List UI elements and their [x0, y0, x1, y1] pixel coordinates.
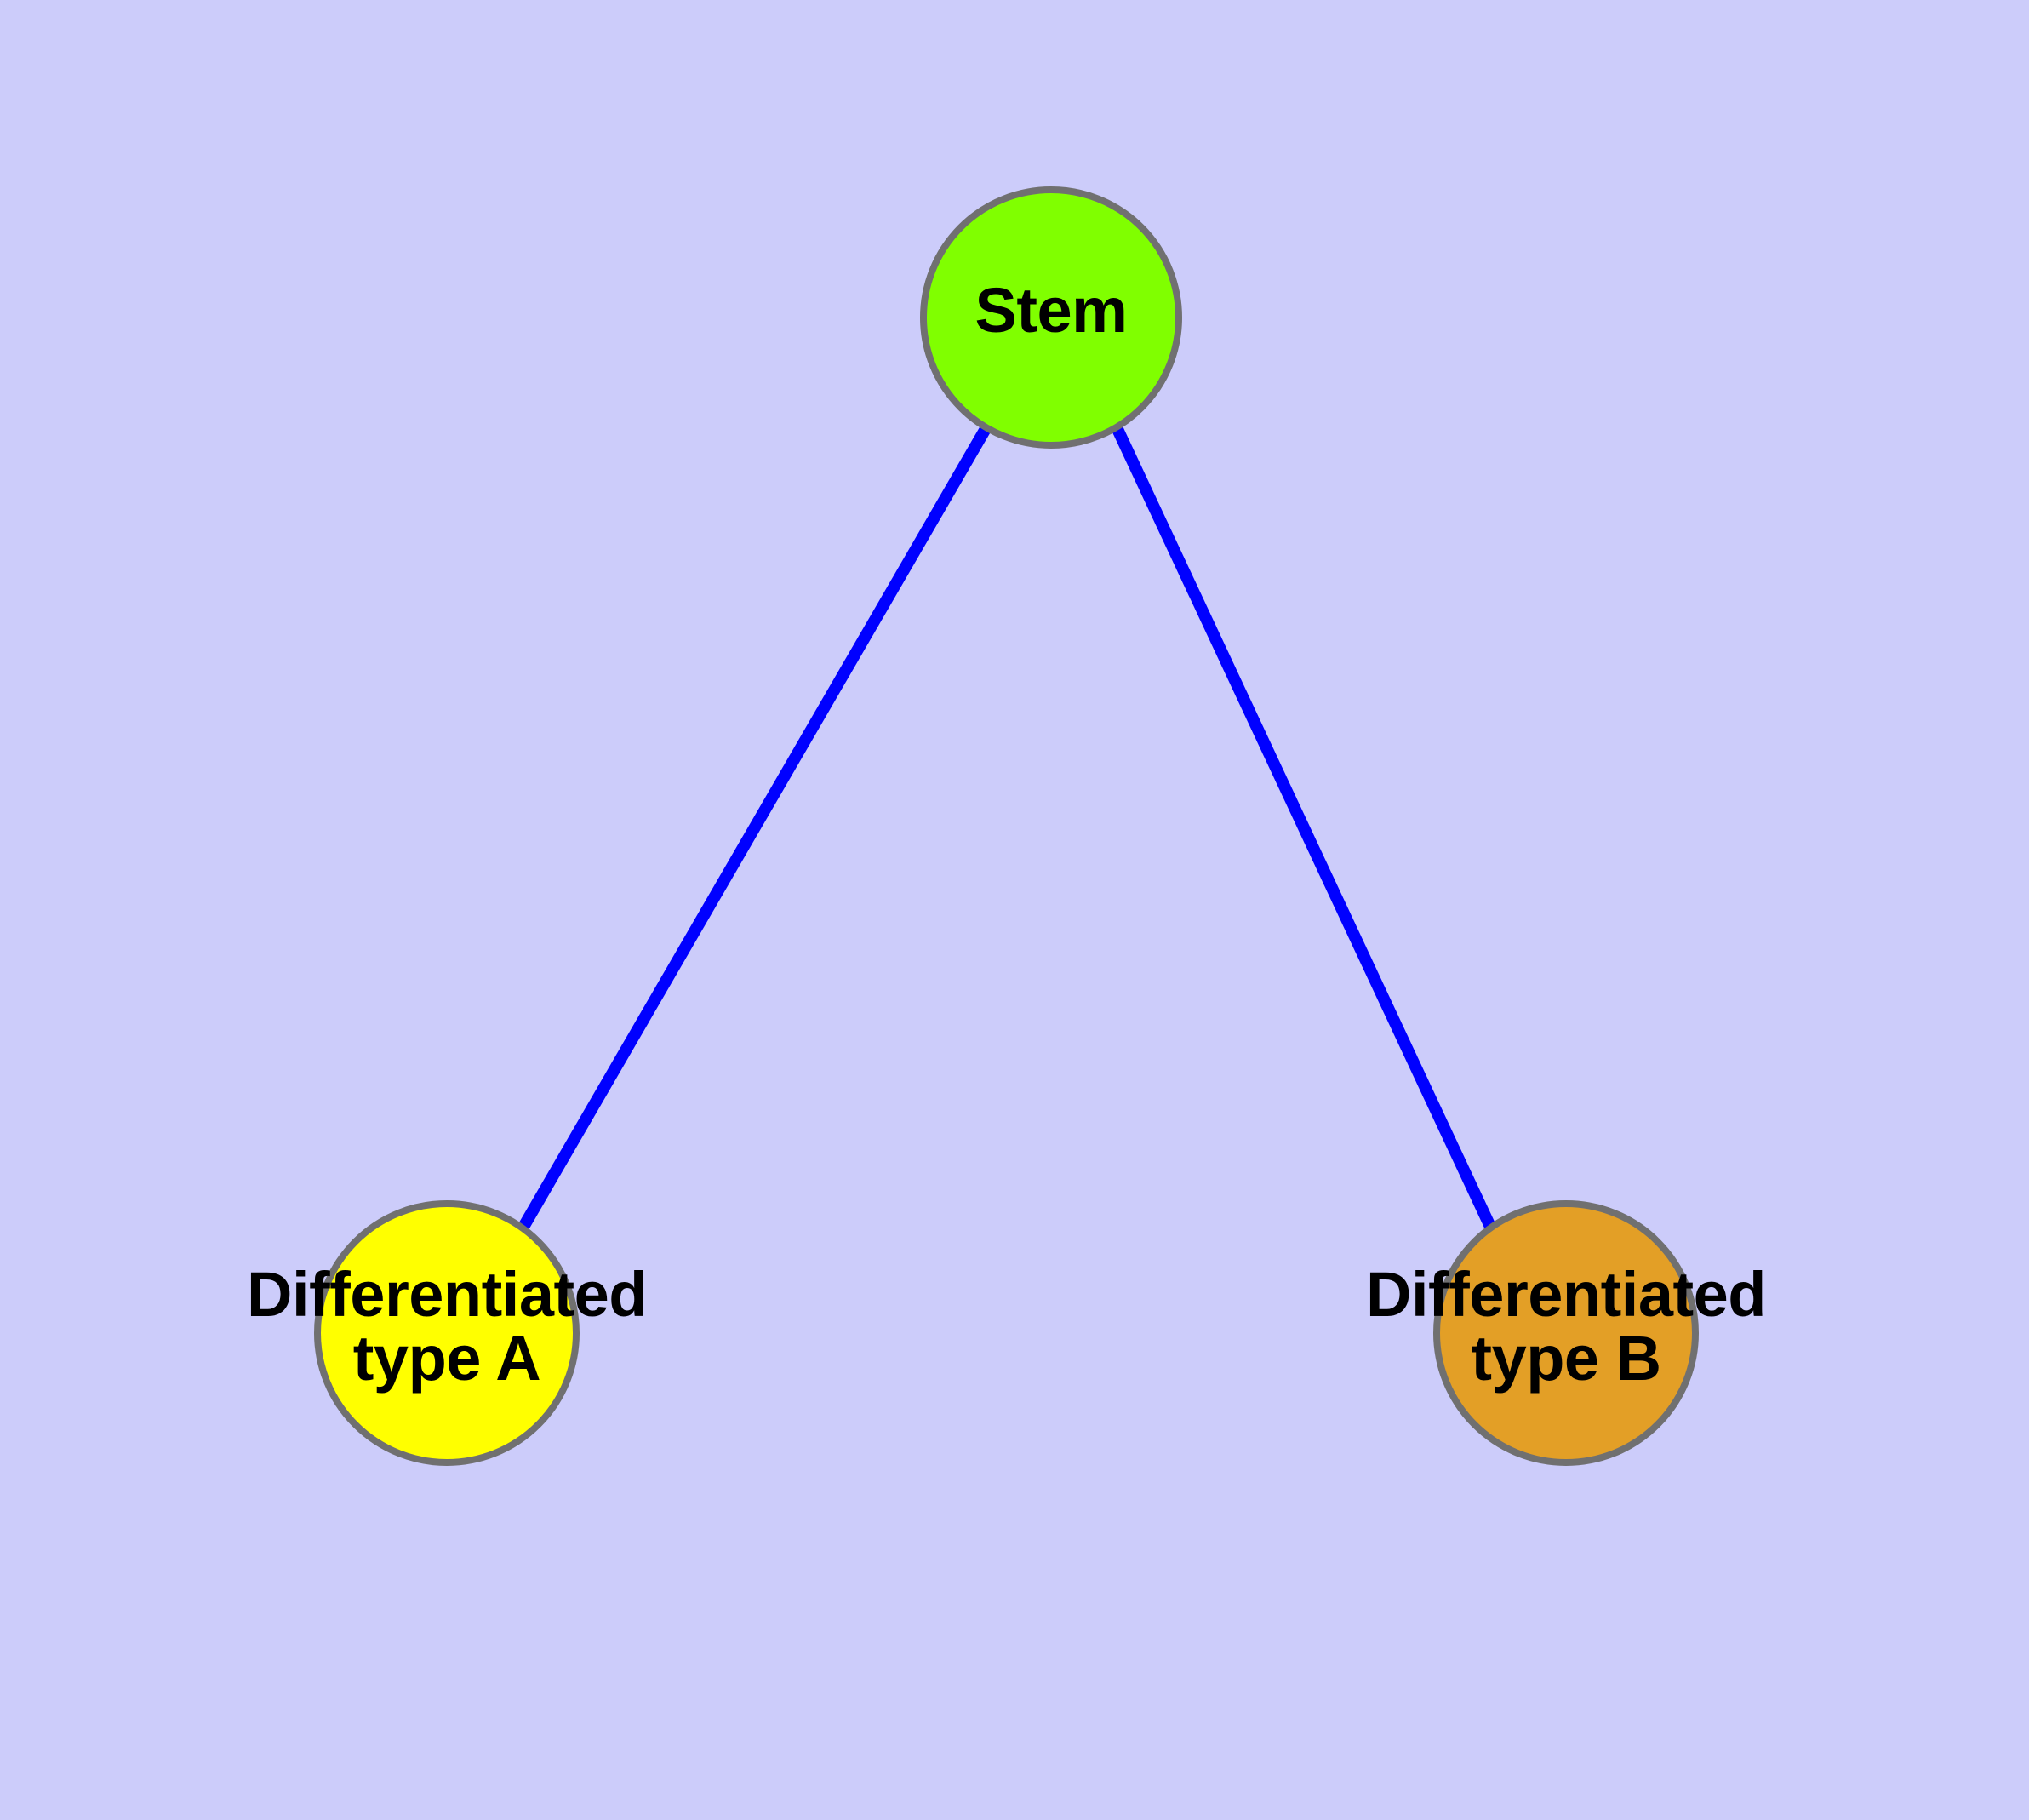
- edge-layer: [517, 424, 1497, 1232]
- edge-stem-to-differentiated-type-b[interactable]: [1111, 425, 1497, 1231]
- node-differentiated-type-b[interactable]: [1433, 1200, 1699, 1466]
- node-layer: [314, 186, 1699, 1466]
- edge-stem-to-differentiated-type-a[interactable]: [517, 424, 992, 1232]
- node-differentiated-type-a[interactable]: [314, 1200, 580, 1466]
- node-stem[interactable]: [920, 186, 1182, 449]
